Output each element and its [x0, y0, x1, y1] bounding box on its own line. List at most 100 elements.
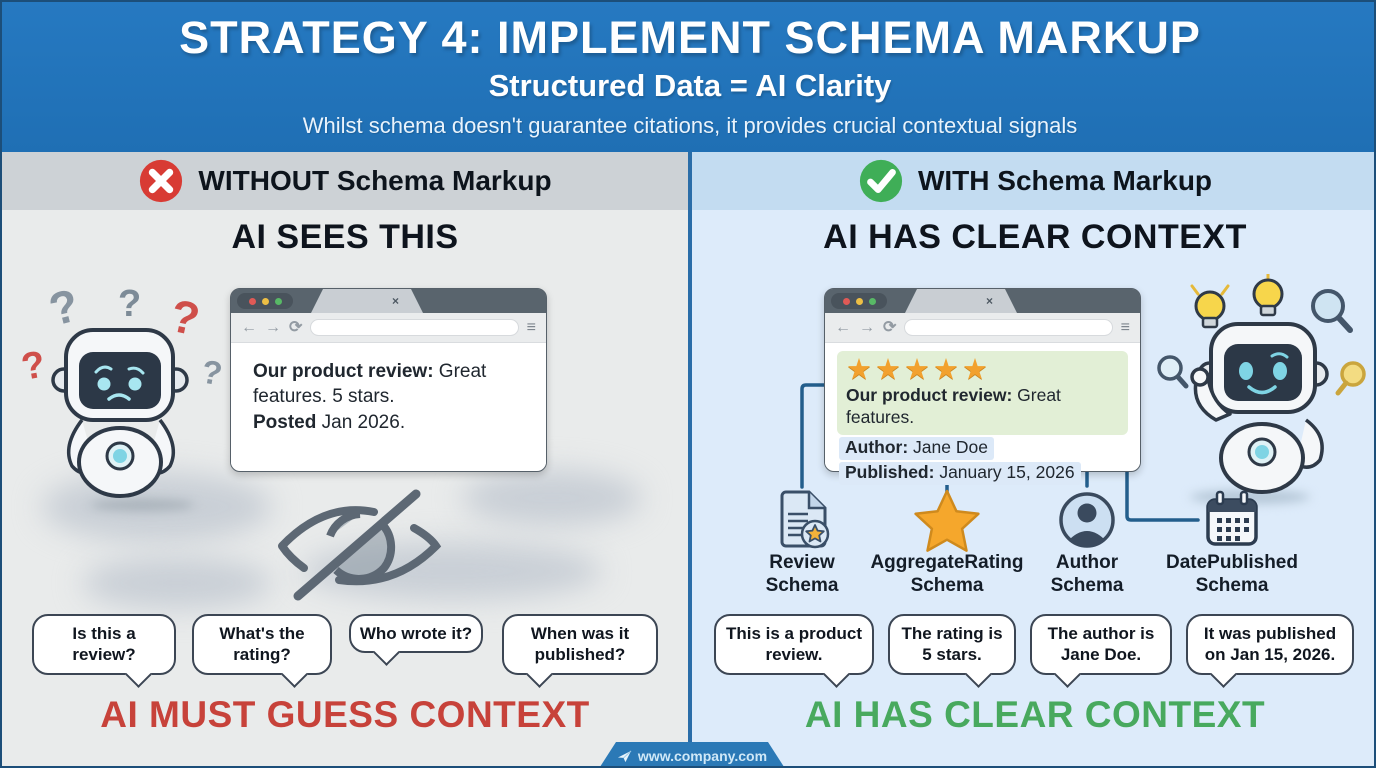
- user-avatar-icon: [1059, 492, 1115, 548]
- question-bubble: Is this a review?: [32, 614, 176, 675]
- author-value: Jane Doe: [908, 437, 988, 458]
- page-subtitle: Structured Data = AI Clarity: [488, 68, 892, 103]
- without-schema-band: WITHOUT Schema Markup: [2, 152, 688, 210]
- menu-icon: ≡: [1120, 318, 1130, 336]
- answer-bubble: The author is Jane Doe.: [1030, 614, 1172, 675]
- review-rest: Great features.: [846, 385, 1061, 428]
- forward-icon: →: [265, 318, 281, 336]
- window-controls: [831, 293, 887, 309]
- question-mark-icon: ?: [199, 352, 225, 392]
- page-tagline: Whilst schema doesn't guarantee citation…: [302, 113, 1078, 138]
- browser-tab: ×: [905, 289, 1017, 313]
- published-value: January 15, 2026: [934, 462, 1075, 483]
- answer-bubble: The rating is 5 stars.: [888, 614, 1016, 675]
- question-mark-icon: ?: [118, 283, 141, 325]
- answer-bubble: This is a product review.: [714, 614, 874, 675]
- schema-label-author: Author Schema: [1002, 552, 1172, 598]
- schema-label-aggregaterating: AggregateRating Schema: [862, 552, 1032, 598]
- posted-label: Posted: [253, 411, 317, 433]
- browser-content: ★★★★★ Our product review: Great features…: [825, 343, 1140, 485]
- with-schema-label: WITH Schema Markup: [917, 165, 1213, 196]
- author-label: Author:: [845, 437, 909, 458]
- window-controls: [237, 293, 293, 309]
- cloud-blur: [82, 557, 272, 609]
- browser-tab: ×: [311, 289, 423, 313]
- magnifier-icon: [1311, 289, 1353, 333]
- eye-off-icon: [278, 489, 442, 601]
- schema-word: Schema: [910, 574, 984, 596]
- forward-icon: →: [859, 318, 875, 336]
- menu-icon: ≡: [526, 318, 536, 336]
- schema-word: Schema: [1050, 574, 1124, 596]
- answer-bubble: It was published on Jan 15, 2026.: [1186, 614, 1354, 675]
- browser-toolbar: ← → ⟳ ≡: [231, 313, 546, 343]
- review-highlight: ★★★★★ Our product review: Great features…: [837, 351, 1128, 436]
- document-star-icon: [780, 490, 830, 549]
- schema-name: DatePublished: [1166, 552, 1298, 573]
- page-title: STRATEGY 4: IMPLEMENT SCHEMA MARKUP: [179, 12, 1201, 63]
- url-bar: [904, 319, 1113, 336]
- question-mark-icon: ?: [166, 289, 204, 346]
- back-icon: ←: [241, 318, 257, 336]
- schema-label-datepublished: DatePublished Schema: [1147, 552, 1317, 598]
- magnifier-icon: [1335, 361, 1366, 396]
- star-icon: [914, 489, 980, 552]
- check-circle-icon: [859, 159, 903, 203]
- header-banner: STRATEGY 4: IMPLEMENT SCHEMA MARKUP Stru…: [2, 2, 1374, 152]
- happy-robot-illustration: [1157, 274, 1366, 494]
- lightbulb-icon: [1190, 284, 1230, 329]
- minimize-dot-icon: [855, 297, 863, 305]
- five-stars-icon: ★★★★★: [846, 354, 991, 386]
- right-verdict: AI HAS CLEAR CONTEXT: [804, 694, 1266, 735]
- robot-shadow: [90, 499, 194, 511]
- posted-rest: Jan 2026.: [316, 411, 406, 433]
- left-verdict: AI MUST GUESS CONTEXT: [100, 694, 590, 735]
- lightbulb-icon: [1252, 274, 1284, 317]
- unstructured-review-text: Our product review: Great features. 5 st…: [231, 343, 546, 435]
- browser-titlebar: ×: [825, 289, 1140, 313]
- question-bubble: What's the rating?: [192, 614, 332, 675]
- schema-label-review: Review Schema: [717, 552, 887, 598]
- schema-browser-window: × ← → ⟳ ≡ ★★★★★ Our product review: Grea…: [824, 288, 1141, 485]
- back-icon: ←: [835, 318, 851, 336]
- footer-url: www.company.com: [637, 748, 768, 764]
- review-label: Our product review:: [846, 385, 1013, 406]
- schema-name: Review: [769, 552, 835, 573]
- without-schema-label: WITHOUT Schema Markup: [198, 165, 552, 196]
- review-label: Our product review:: [253, 361, 434, 382]
- with-schema-band: WITH Schema Markup: [692, 152, 1374, 210]
- maximize-dot-icon: [274, 297, 282, 305]
- reload-icon: ⟳: [883, 318, 897, 336]
- schema-name: Author: [1055, 552, 1119, 573]
- panel-divider: [688, 152, 692, 766]
- review-rest: Great features. 5 stars.: [253, 361, 487, 408]
- browser-content: Our product review: Great features. 5 st…: [231, 343, 546, 470]
- question-mark-icon: ?: [44, 278, 84, 335]
- calendar-icon: [1206, 490, 1258, 546]
- confused-robot-illustration: ? ? ? ? ?: [18, 278, 225, 498]
- right-heading: AI HAS CLEAR CONTEXT: [823, 218, 1247, 256]
- question-mark-icon: ?: [18, 343, 48, 388]
- question-bubble: Who wrote it?: [349, 614, 483, 654]
- plain-browser-window: × ← → ⟳ ≡ Our product review: Great feat…: [230, 288, 547, 472]
- close-dot-icon: [248, 297, 256, 305]
- cloud-blur: [462, 470, 642, 526]
- close-dot-icon: [842, 297, 850, 305]
- paper-plane-icon: [617, 749, 632, 764]
- structured-review-text: Our product review: Great features.: [846, 385, 1119, 429]
- schema-word: Schema: [765, 574, 839, 596]
- browser-toolbar: ← → ⟳ ≡: [825, 313, 1140, 343]
- maximize-dot-icon: [868, 297, 876, 305]
- tab-close-icon: ×: [391, 294, 399, 308]
- published-highlight: Published: January 15, 2026: [839, 462, 1081, 485]
- magnifier-icon: [1157, 355, 1189, 389]
- minimize-dot-icon: [261, 297, 269, 305]
- x-circle-icon: [140, 159, 183, 203]
- left-heading: AI SEES THIS: [231, 218, 459, 256]
- published-label: Published:: [845, 462, 935, 483]
- schema-word: Schema: [1195, 574, 1269, 596]
- author-highlight: Author: Jane Doe: [839, 437, 994, 461]
- question-bubble: When was it published?: [502, 614, 658, 675]
- browser-titlebar: ×: [231, 289, 546, 313]
